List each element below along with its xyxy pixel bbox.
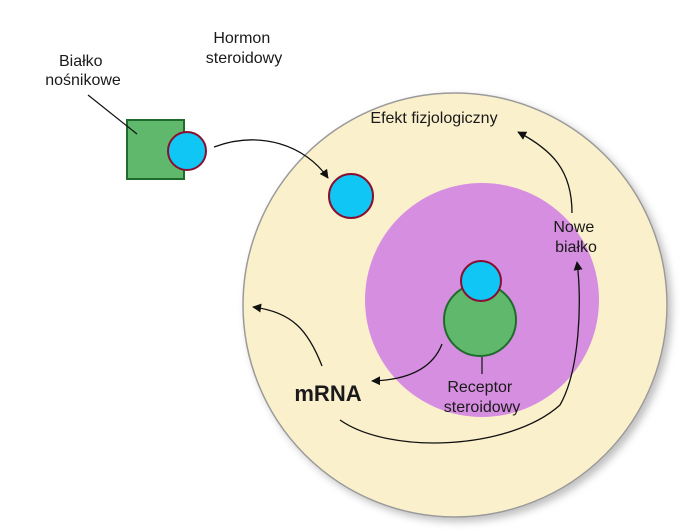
steroid-receptor-label-line2: steroidowy — [444, 399, 520, 416]
arrow-mrna-to-new-protein — [339, 261, 583, 444]
hormone-on-receptor — [460, 260, 502, 302]
new-protein-label-line2: białko — [555, 239, 597, 256]
steroid-receptor-label-line1: Receptor — [447, 379, 513, 396]
physiological-effect-label: Efekt fizjologiczny — [370, 110, 497, 127]
arrow-new-protein-to-effect — [517, 131, 573, 214]
new-protein-label: Nowe białko — [553, 219, 598, 256]
steroid-receptor-label: Receptor steroidowy — [444, 379, 520, 416]
carrier-protein-label: Białko nośnikowe — [45, 53, 121, 89]
mrna-label: mRNA — [294, 381, 361, 406]
carrier-protein-label-line2: nośnikowe — [45, 72, 121, 89]
new-protein-label-line1: Nowe — [553, 219, 594, 236]
carrier-label-leader — [87, 94, 138, 135]
arrow-receptor-to-mrna — [371, 343, 443, 386]
hormone-in-cytoplasm — [328, 173, 374, 219]
arrow-mrna-export — [252, 303, 323, 367]
steroid-hormone-label-line1: Hormon — [213, 30, 270, 47]
steroid-hormone-label: Hormon steroidowy — [206, 30, 282, 67]
carrier-protein-label-line1: Białko — [59, 53, 103, 70]
steroid-hormone-label-line2: steroidowy — [206, 50, 282, 67]
hormone-on-carrier — [167, 131, 207, 171]
arrow-hormone-entry — [213, 139, 329, 179]
